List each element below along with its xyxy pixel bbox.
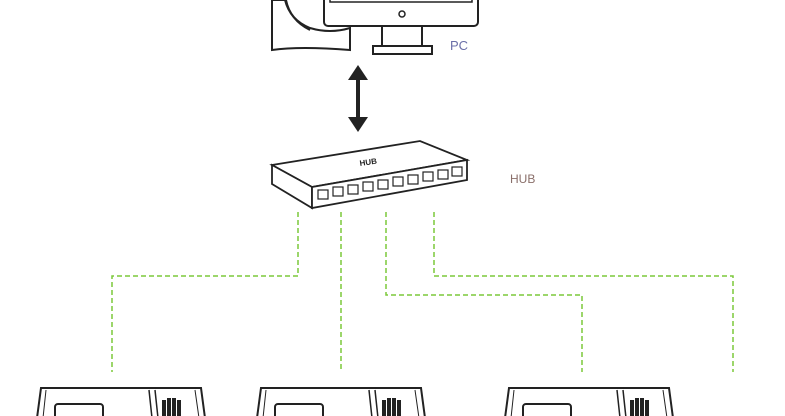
link-3	[385, 212, 583, 372]
hub-device-text: HUB	[359, 157, 378, 168]
hub-icon: HUB	[269, 140, 471, 210]
time-attendance-terminal-icon	[256, 387, 426, 416]
bidirectional-arrow-icon	[348, 65, 368, 132]
pc-label: PC	[450, 38, 469, 53]
link-1	[111, 212, 299, 372]
pc-icon	[271, 0, 479, 55]
network-links	[111, 212, 734, 372]
hub-label: HUB	[510, 172, 536, 186]
link-4	[433, 212, 734, 372]
time-attendance-terminal-icon	[504, 387, 674, 416]
time-attendance-terminal-icon	[36, 387, 206, 416]
